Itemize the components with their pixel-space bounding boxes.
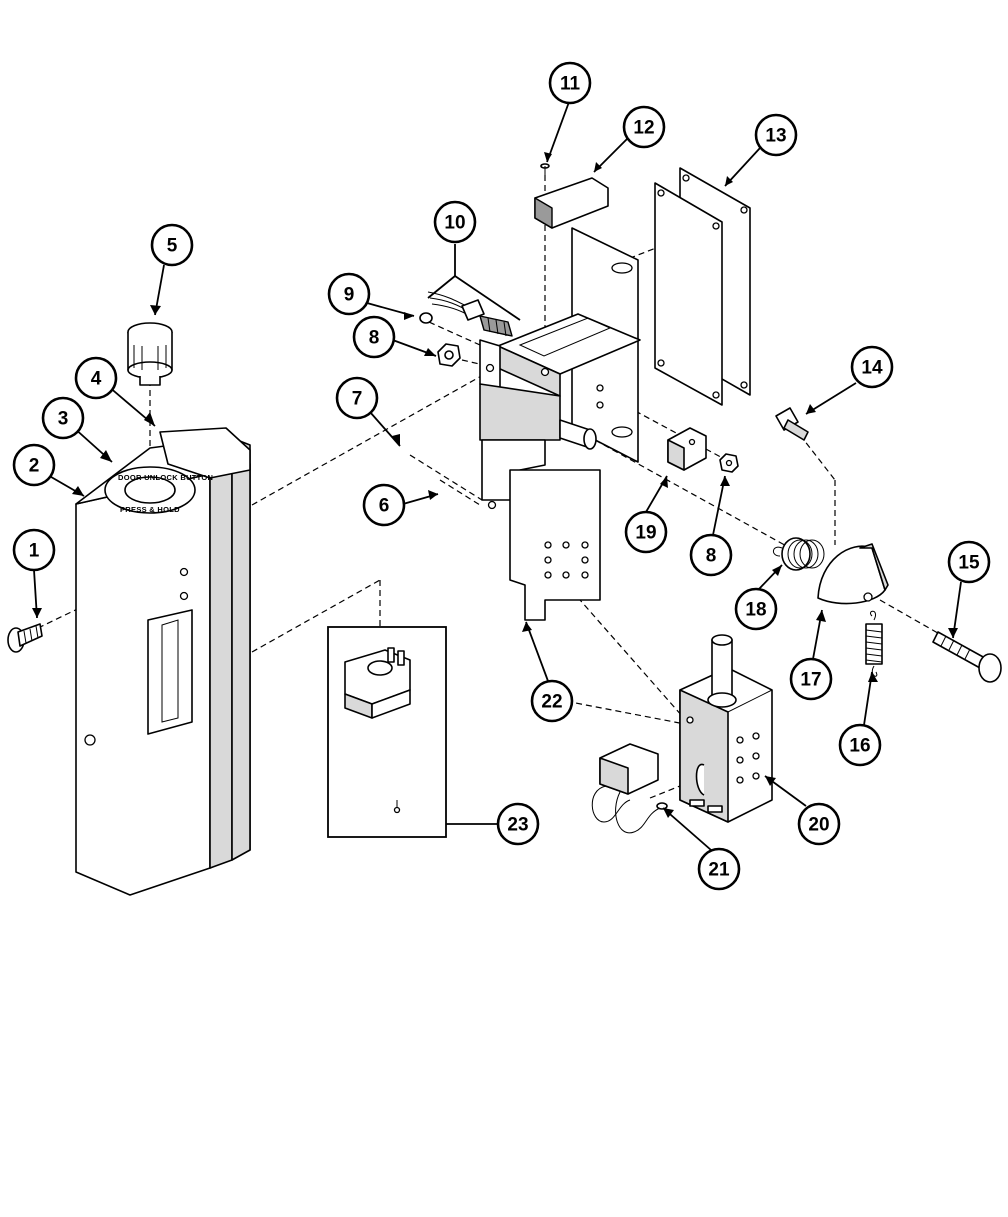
callout-8-upper: 8 [352, 315, 396, 359]
callout-label: 19 [635, 523, 656, 544]
screw-part-1 [7, 623, 43, 653]
spring-part-18 [773, 537, 825, 571]
bolt-part-15 [932, 631, 1002, 683]
callout-12: 12 [622, 105, 666, 149]
callout-label: 16 [849, 736, 870, 757]
callout-label: 12 [633, 118, 654, 139]
callout-16: 16 [838, 723, 882, 767]
callout-label: 23 [507, 815, 528, 836]
callout-label: 4 [91, 369, 102, 390]
button-label-top: DOOR UNLOCK BUTTON [118, 473, 213, 482]
callout-label: 13 [765, 126, 786, 147]
terminal-block-part-12 [534, 177, 609, 229]
callout-6: 6 [362, 483, 406, 527]
callout-3: 3 [41, 396, 85, 440]
capacitor-part-21 [591, 743, 668, 834]
callout-label: 2 [29, 456, 40, 477]
callout-label: 11 [560, 74, 581, 95]
cover-plates-part-13 [654, 167, 751, 406]
washer-part-9 [419, 312, 433, 324]
callout-label: 21 [708, 860, 730, 881]
callout-label: 8 [369, 328, 380, 349]
cam-part-17 [817, 543, 889, 605]
callout-label: 5 [167, 236, 178, 257]
nut-part-8-lower [719, 453, 739, 473]
callout-22: 22 [530, 679, 574, 723]
callout-label: 7 [352, 389, 363, 410]
clip-part-19 [667, 427, 707, 471]
callout-label: 22 [541, 692, 562, 713]
nut-part-8-upper [437, 343, 461, 367]
callout-label: 1 [29, 541, 40, 562]
callout-label: 15 [958, 553, 980, 574]
callout-7: 7 [335, 376, 379, 420]
callout-8-lower: 8 [689, 533, 733, 577]
mounting-bracket-part-22 [479, 227, 641, 621]
callout-10: 10 [433, 200, 477, 244]
leader-arrowheads [32, 152, 958, 818]
callout-label: 17 [800, 670, 821, 691]
callout-5: 5 [150, 223, 194, 267]
callout-11: 11 [548, 61, 592, 105]
callout-13: 13 [754, 113, 798, 157]
callout-14: 14 [850, 345, 894, 389]
callout-label: 20 [808, 815, 829, 836]
housing-cover: DOOR UNLOCK BUTTON PRESS & HOLD [75, 427, 251, 896]
wire-assembly-part-10 [427, 291, 513, 337]
button-label-bottom: PRESS & HOLD [120, 505, 180, 514]
callout-label: 3 [58, 409, 69, 430]
callout-label: 6 [379, 496, 390, 517]
switch-detail-box-part-23 [327, 626, 447, 838]
screw-part-14 [775, 407, 809, 441]
callout-19: 19 [624, 510, 668, 554]
callout-4: 4 [74, 356, 118, 400]
callout-label: 8 [706, 546, 717, 567]
push-button-part-5 [127, 322, 173, 386]
callout-17: 17 [789, 657, 833, 701]
spring-part-16 [865, 610, 883, 677]
callout-9: 9 [327, 272, 371, 316]
callout-23: 23 [496, 802, 540, 846]
callout-2: 2 [12, 443, 56, 487]
callout-label: 18 [745, 600, 766, 621]
callout-label: 9 [344, 285, 355, 306]
callout-20: 20 [797, 802, 841, 846]
callout-18: 18 [734, 587, 778, 631]
callout-label: 14 [861, 358, 883, 379]
screw-part-11 [540, 163, 550, 178]
callout-label: 10 [444, 213, 465, 234]
callout-1: 1 [12, 528, 56, 572]
solenoid-part-20 [679, 634, 773, 823]
callout-15: 15 [947, 540, 991, 584]
callout-21: 21 [697, 847, 741, 891]
